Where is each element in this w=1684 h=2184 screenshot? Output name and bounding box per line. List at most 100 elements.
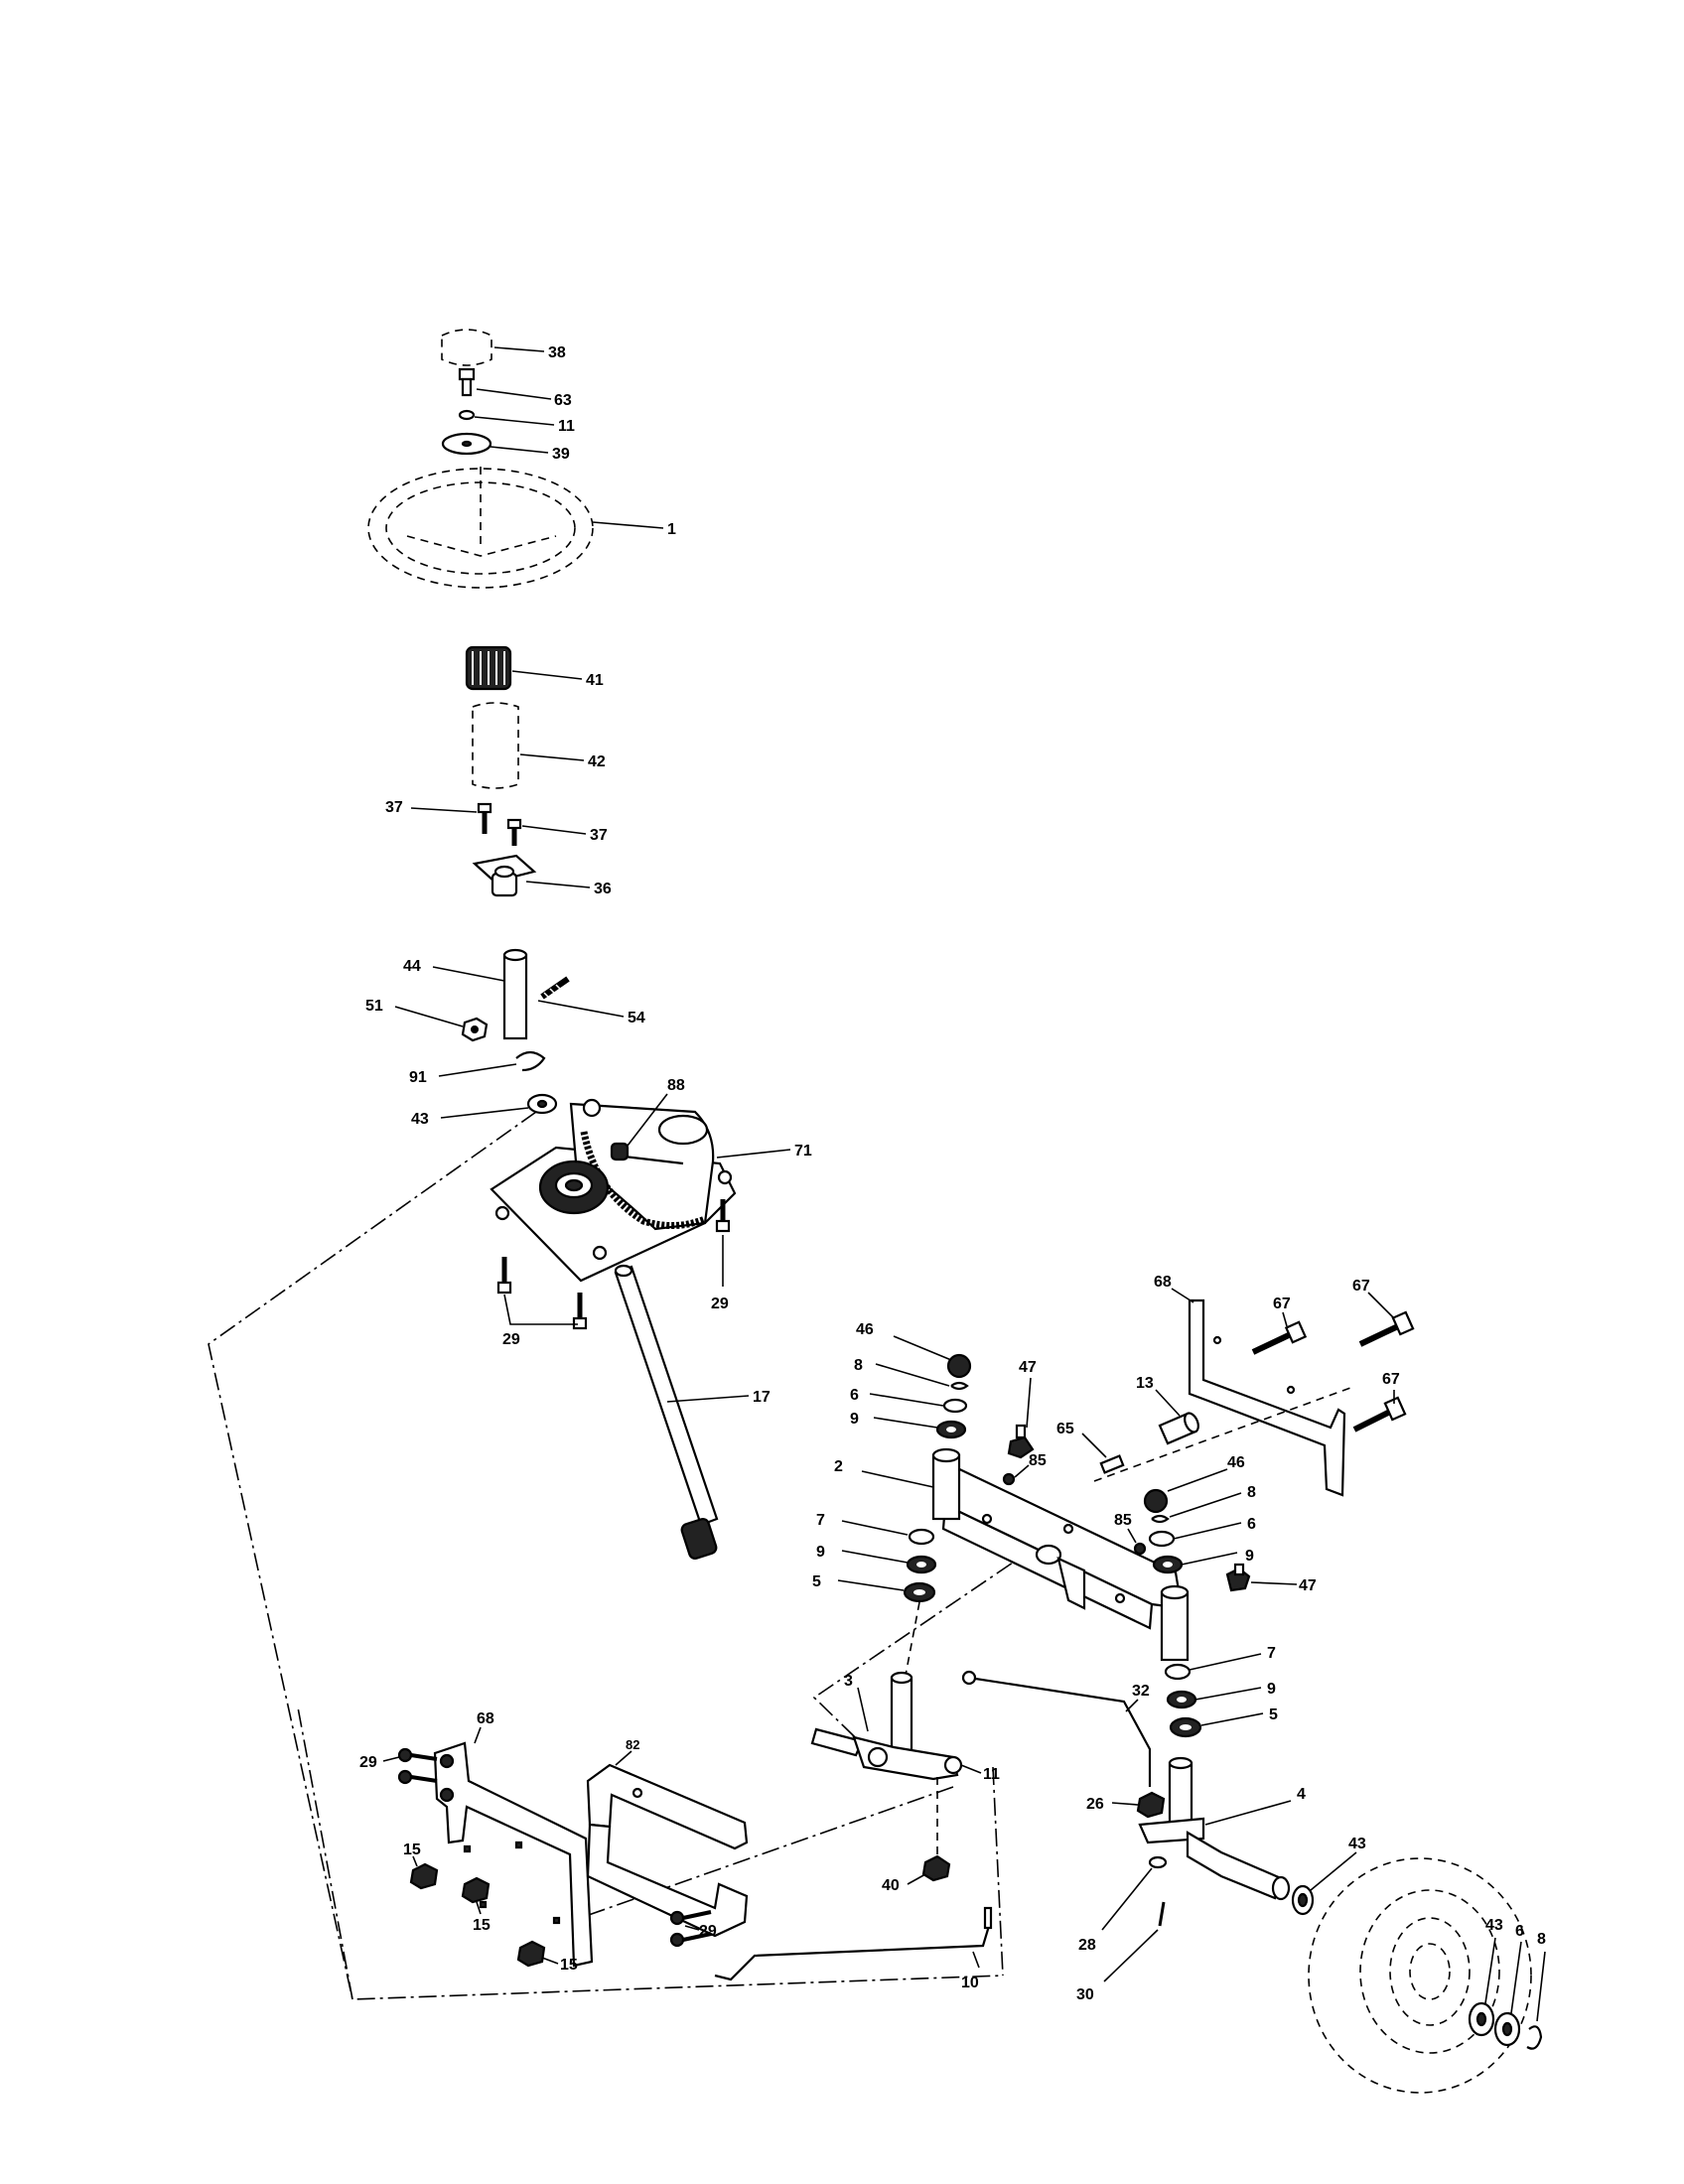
callout-63: 63	[554, 392, 572, 409]
hex-nut-part	[409, 1862, 439, 1890]
callout-39: 39	[552, 446, 570, 463]
bolt-part	[669, 1910, 712, 1926]
side-bracket-part	[433, 1741, 594, 1968]
callout-38: 38	[548, 344, 566, 361]
callout-41: 41	[586, 672, 604, 689]
callout-29-bracket-left: 29	[359, 1754, 377, 1771]
bearing-part	[1166, 1690, 1197, 1709]
steering-bellows-part	[472, 702, 519, 789]
steering-wheel-part	[367, 467, 594, 589]
washer-part	[1164, 1663, 1192, 1681]
washer-part	[1148, 1855, 1168, 1869]
callout-68-bottom: 68	[477, 1710, 494, 1727]
steering-shaft-part	[502, 948, 528, 1040]
axle-bracket-part	[1188, 1298, 1346, 1497]
washer-part	[942, 1398, 968, 1414]
callout-68-top: 68	[1154, 1274, 1172, 1291]
callout-82: 82	[626, 1737, 639, 1752]
callout-29-right: 29	[711, 1296, 729, 1312]
callout-10: 10	[961, 1975, 979, 1991]
bolt-part	[397, 1747, 438, 1763]
front-axle-part	[931, 1447, 1190, 1662]
bolt-part	[1251, 1320, 1308, 1355]
callout-30: 30	[1076, 1986, 1094, 2003]
callout-42: 42	[588, 753, 606, 770]
steering-adapter-part	[465, 645, 512, 691]
grease-fitting-part	[1007, 1424, 1035, 1459]
bolt-part	[496, 1257, 512, 1295]
callout-8-left: 8	[854, 1357, 863, 1374]
callout-44: 44	[403, 958, 421, 975]
left-spindle-part	[810, 1671, 963, 1781]
tie-rod-part	[961, 1670, 1152, 1787]
washer-part	[1148, 1530, 1176, 1548]
hex-nut-part	[1136, 1791, 1166, 1819]
callout-9-left-lower: 9	[816, 1544, 825, 1561]
callout-15-b: 15	[473, 1917, 491, 1934]
callout-54: 54	[628, 1010, 645, 1026]
callout-7-left: 7	[816, 1512, 825, 1529]
callout-85-right: 85	[1114, 1512, 1132, 1529]
callout-7-right: 7	[1267, 1645, 1276, 1662]
phantom-outline	[812, 1528, 1063, 1766]
callout-9-right-top: 9	[1245, 1548, 1254, 1565]
bolt-part	[1352, 1396, 1407, 1433]
alignment-line	[903, 1601, 920, 1687]
retaining-ring-part	[1151, 1514, 1170, 1524]
callout-67-c: 67	[1382, 1371, 1400, 1388]
callout-71: 71	[794, 1143, 812, 1160]
hex-nut-part	[461, 1017, 489, 1042]
callout-15-c: 15	[560, 1957, 578, 1974]
bolt-part	[1358, 1310, 1415, 1347]
callout-32: 32	[1132, 1683, 1150, 1700]
steering-gear-assembly-part	[490, 1098, 737, 1283]
callout-46-right: 46	[1227, 1454, 1245, 1471]
grease-fitting-part	[1002, 1472, 1016, 1486]
callout-37-right: 37	[590, 827, 608, 844]
phantom-outline	[297, 1706, 353, 2000]
flange-bushing-part	[472, 854, 537, 897]
callout-5-left: 5	[812, 1573, 821, 1590]
bearing-part	[906, 1555, 937, 1574]
retaining-ring-part	[950, 1381, 969, 1391]
callout-67-b: 67	[1352, 1278, 1370, 1295]
bolt-part	[715, 1199, 731, 1233]
screw-part	[477, 802, 492, 834]
callout-2: 2	[834, 1458, 843, 1475]
callout-46-left: 46	[856, 1321, 874, 1338]
bolt-part	[458, 367, 476, 397]
callout-43-right: 43	[1348, 1836, 1366, 1852]
callout-40: 40	[882, 1877, 900, 1894]
washer-part	[1291, 1884, 1315, 1916]
front-wheel-part	[1308, 1857, 1532, 2094]
grease-fitting-part	[1225, 1563, 1251, 1592]
callout-91: 91	[409, 1069, 427, 1086]
callout-43-wheel: 43	[1485, 1917, 1503, 1934]
phantom-outline	[992, 1766, 1004, 1977]
cap-part	[1143, 1488, 1169, 1514]
callout-67-a: 67	[1273, 1296, 1291, 1312]
retaining-ring-part	[1526, 2025, 1543, 2050]
callout-85-left: 85	[1029, 1452, 1047, 1469]
grease-fitting-part	[1133, 1542, 1147, 1556]
washer-part	[1493, 2011, 1521, 2047]
cotter-pin-part	[1158, 1901, 1166, 1927]
steering-drag-shaft-part	[614, 1264, 719, 1560]
washer-part	[1169, 1716, 1202, 1738]
washer-part	[1468, 2001, 1495, 2037]
link-rod-part	[714, 1906, 993, 1981]
callout-5-right: 5	[1269, 1706, 1278, 1723]
callout-37-left: 37	[385, 799, 403, 816]
bolt-part	[397, 1769, 438, 1785]
phantom-outline	[208, 1111, 1004, 2000]
callout-11-lower: 11	[983, 1766, 1000, 1783]
callout-88: 88	[667, 1077, 685, 1094]
bearing-part	[935, 1420, 967, 1439]
callout-9-right-lower: 9	[1267, 1681, 1276, 1698]
washer-part	[903, 1581, 936, 1603]
callout-1: 1	[667, 521, 676, 538]
right-spindle-part	[1138, 1756, 1291, 1901]
callout-28: 28	[1078, 1937, 1096, 1954]
